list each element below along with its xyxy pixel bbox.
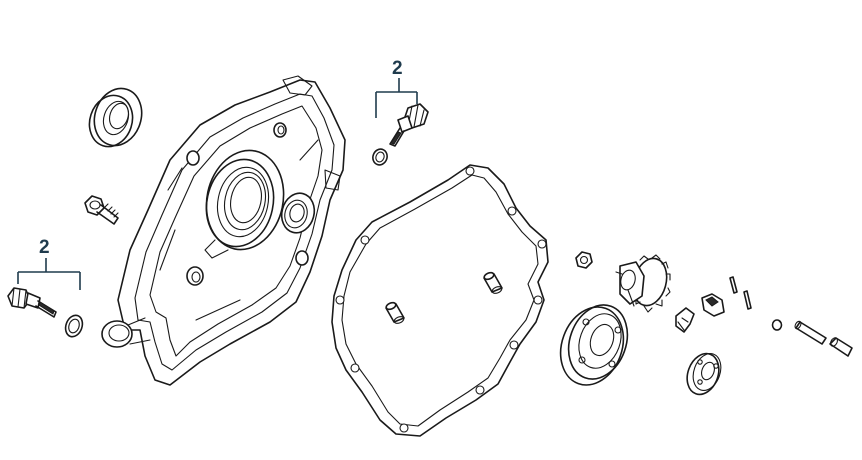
pin-a [729, 276, 738, 294]
circlip [771, 319, 783, 331]
nut [575, 251, 593, 269]
cover-gasket [331, 164, 549, 437]
callout-left: 2 [17, 237, 81, 290]
governor-weight [675, 307, 695, 333]
callout-bracket-left [17, 258, 81, 290]
governor-shaft [794, 320, 827, 345]
crankcase-cover [101, 75, 346, 386]
dowel-pin-right [483, 271, 503, 294]
callout-label-top: 2 [392, 58, 403, 79]
ball-bearing-large [559, 304, 629, 386]
sealing-washer-left [64, 314, 84, 338]
flange-bolt [84, 195, 119, 225]
oil-seal [88, 87, 143, 148]
sealing-washer-top [372, 148, 388, 166]
dowel-pin-left [385, 301, 405, 324]
ball-bearing-small [686, 352, 722, 396]
oil-level-sensor [389, 103, 429, 147]
governor-gear [615, 254, 671, 313]
callout-top: 2 [375, 58, 418, 118]
washer-small [829, 337, 853, 357]
oil-drain-plug-left [7, 287, 57, 318]
governor-slider [701, 293, 725, 317]
pin-b [743, 290, 752, 310]
callout-bracket-top [375, 78, 418, 118]
callout-label-left: 2 [39, 237, 50, 258]
